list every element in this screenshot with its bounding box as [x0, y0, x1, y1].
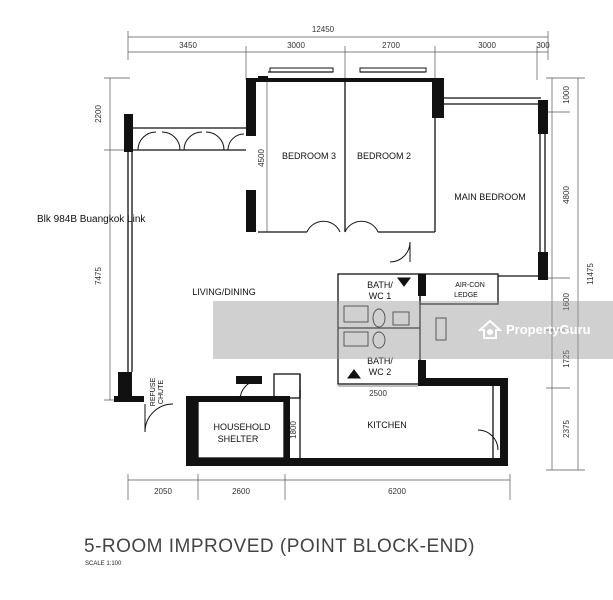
- dim-right-2: 4800: [562, 186, 571, 204]
- room-bedroom-3: BEDROOM 3: [282, 151, 336, 161]
- room-bath-wc1-l1: BATH/: [367, 280, 393, 290]
- dim-left-2: 7475: [94, 267, 103, 285]
- plan-scale: SCALE 1:100: [85, 561, 122, 567]
- room-bath-wc2-l1: BATH/: [367, 356, 393, 366]
- dim-top-2: 3000: [287, 41, 305, 50]
- dimension-lines: [104, 31, 585, 500]
- dim-bedroom3-depth: 4500: [257, 149, 266, 167]
- plan-title: 5-ROOM IMPROVED (POINT BLOCK-END): [84, 536, 475, 557]
- room-refuse-l1: REFUSE: [150, 377, 157, 406]
- room-kitchen: KITCHEN: [367, 420, 407, 430]
- room-bath-wc1-l2: WC 1: [369, 291, 392, 301]
- balcony-windows: [137, 67, 427, 151]
- watermark-band: [213, 301, 613, 359]
- dim-right-5: 2375: [562, 420, 571, 438]
- propertyguru-logo-icon: [478, 319, 502, 339]
- dim-top-4: 3000: [478, 41, 496, 50]
- room-refuse-l2: CHUTE: [158, 380, 165, 404]
- room-bedroom-2: BEDROOM 2: [357, 151, 411, 161]
- dim-total-width: 12450: [312, 25, 335, 34]
- room-living-dining: LIVING/DINING: [192, 287, 256, 297]
- dim-bath-width: 2500: [369, 389, 387, 398]
- dim-bottom-2: 2600: [232, 487, 250, 496]
- dim-bottom-3: 6200: [388, 487, 406, 496]
- thick-walls: [114, 76, 548, 466]
- watermark: PropertyGuru: [478, 318, 591, 340]
- room-bath-wc2-l2: WC 2: [369, 367, 392, 377]
- door-swings: [144, 220, 499, 451]
- dim-bottom-1: 2050: [154, 487, 172, 496]
- dim-left-1: 2200: [94, 105, 103, 123]
- dim-top-5: 300: [536, 41, 550, 50]
- dim-top-3: 2700: [382, 41, 400, 50]
- room-household-l2: SHELTER: [218, 434, 259, 444]
- dim-shelter-depth: 1800: [289, 421, 298, 439]
- room-aircon-l2: LEDGE: [454, 292, 478, 299]
- dim-right-1: 1000: [562, 86, 571, 104]
- room-household-l1: HOUSEHOLD: [213, 422, 271, 432]
- bath-fixtures: [343, 305, 447, 349]
- room-aircon-l1: AIR-CON: [455, 282, 485, 289]
- room-main-bedroom: MAIN BEDROOM: [454, 192, 526, 202]
- dim-total-height: 11475: [586, 263, 595, 285]
- address-label: Blk 984B Buangkok Link: [37, 214, 146, 225]
- dim-top-1: 3450: [179, 41, 197, 50]
- watermark-text: PropertyGuru: [506, 321, 591, 337]
- dim-right-4: 1725: [562, 350, 571, 368]
- dim-right-3: 1600: [562, 293, 571, 311]
